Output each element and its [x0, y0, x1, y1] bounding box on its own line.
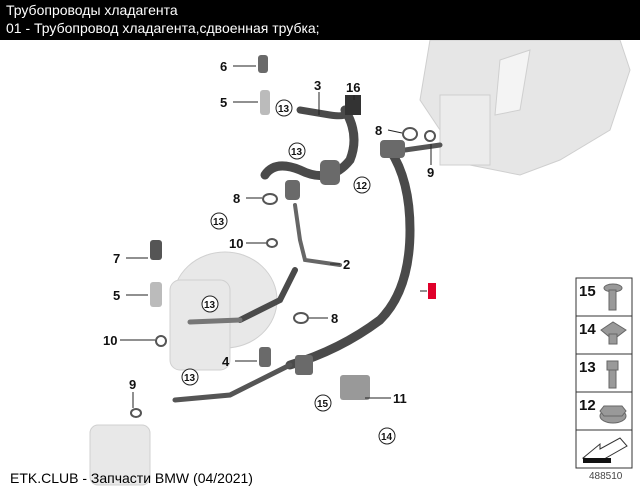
parts-diagram: 6 5 3 16 13 13 8 12 9 13 10 8 2 7 5 13 1…: [89, 40, 633, 486]
highlighted-part-marker[interactable]: [428, 283, 436, 299]
leader-lines: [120, 65, 432, 408]
callout-circle: [210, 212, 228, 230]
callout-8[interactable]: 8: [233, 191, 240, 206]
callout-5[interactable]: 5: [220, 95, 227, 110]
hvac-unit-illustration: [419, 40, 631, 176]
diagram-catalog-number: 488510: [589, 471, 623, 482]
callout-3[interactable]: 3: [314, 78, 321, 93]
callout-8[interactable]: 8: [375, 123, 382, 138]
callout-10[interactable]: 10: [103, 333, 117, 348]
callout-7[interactable]: 7: [113, 251, 120, 266]
callout-circle: [353, 176, 371, 194]
callout-circle: [288, 142, 306, 160]
selected-part-description: 01 - Трубопровод хладагента,сдвоенная тр…: [6, 20, 320, 36]
callout-circle: [314, 394, 332, 412]
callout-9[interactable]: 9: [427, 165, 434, 180]
page-title: Трубопроводы хладагента: [6, 2, 178, 18]
callout-circle: [378, 427, 396, 445]
callout-13[interactable]: 13: [204, 300, 216, 311]
footer-source: ETK.CLUB - Запчасти BMW (04/2021): [10, 470, 253, 486]
callout-6[interactable]: 6: [220, 59, 227, 74]
callout-13[interactable]: 13: [278, 104, 290, 115]
kit-item-14[interactable]: 14: [579, 321, 596, 338]
fittings: [150, 55, 405, 400]
callout-circle: [201, 295, 219, 313]
callout-5[interactable]: 5: [113, 288, 120, 303]
callout-12[interactable]: 12: [356, 181, 368, 192]
callout-4[interactable]: 4: [222, 354, 230, 369]
callout-15[interactable]: 15: [317, 399, 329, 410]
arrow-icon: [581, 437, 628, 463]
kit-item-12[interactable]: 12: [579, 397, 596, 414]
callout-11[interactable]: 11: [393, 391, 407, 406]
callout-9[interactable]: 9: [129, 377, 136, 392]
dryer-illustration: [89, 424, 151, 486]
callout-10[interactable]: 10: [229, 236, 243, 251]
callout-13[interactable]: 13: [291, 147, 303, 158]
bolt-icon: [606, 360, 619, 389]
callout-8[interactable]: 8: [331, 311, 338, 326]
callout-2[interactable]: 2: [343, 257, 350, 272]
clip-nut-icon: [600, 321, 627, 345]
callout-13[interactable]: 13: [184, 373, 196, 384]
callout-circle: [275, 99, 293, 117]
callout-circle: [181, 368, 199, 386]
kit-item-15[interactable]: 15: [579, 283, 596, 300]
callout-16[interactable]: 16: [346, 80, 360, 95]
callout-13[interactable]: 13: [213, 217, 225, 228]
kit-item-13[interactable]: 13: [579, 359, 596, 376]
o-rings: [130, 127, 436, 418]
nut-icon: [599, 405, 627, 424]
header-bar: Трубопроводы хладагента 01 - Трубопровод…: [0, 0, 640, 40]
screw-icon: [603, 283, 623, 311]
callout-14[interactable]: 14: [381, 432, 393, 443]
